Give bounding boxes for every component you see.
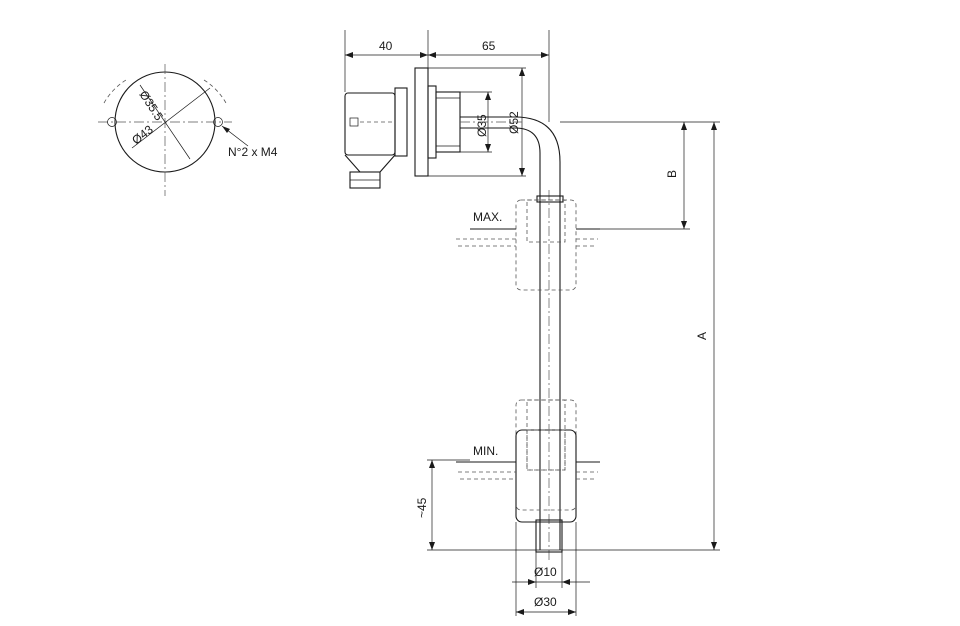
connector-screw [349, 117, 359, 127]
flange-collar [427, 85, 437, 159]
dim-40-label: 40 [379, 39, 393, 53]
dim-a-label: A [695, 332, 709, 340]
float-min-position [515, 429, 577, 523]
dim-b-label: B [665, 170, 679, 178]
holes-leader-arrow [222, 126, 230, 133]
bolt-circle-arc-left [103, 79, 127, 104]
float-min-inner [526, 429, 566, 471]
connector-base [394, 87, 408, 157]
dia-43-label: Ø43 [129, 122, 156, 147]
dia-52-label: Ø52 [507, 111, 521, 134]
mounting-hole-right [213, 117, 223, 127]
holes-label: N°2 x M4 [228, 145, 278, 159]
flange-plate [414, 67, 429, 177]
dia-10-label: Ø10 [534, 565, 557, 579]
dia-35-5-leader [139, 84, 191, 160]
flange-front-view: Ø35.5 Ø43 N°2 x M4 [98, 64, 278, 196]
bolt-circle-arc-right [203, 79, 227, 104]
float-upper-ghost [515, 399, 577, 511]
float-max-inner [526, 199, 566, 243]
switch-side-view: 40 65 Ø35 Ø52 [344, 30, 720, 616]
dia-35-5-label: Ø35.5 [136, 88, 166, 123]
dim-45-label: ~45 [415, 497, 429, 518]
stem-outer-wall [460, 116, 561, 550]
float-upper-ghost-inner [526, 399, 566, 471]
stem-end [535, 519, 563, 553]
connector-neck [344, 154, 396, 173]
dim-65-label: 65 [482, 39, 496, 53]
min-label: MIN. [473, 444, 498, 458]
mounting-hole-left [107, 117, 117, 127]
float-max-position [515, 199, 577, 291]
dia-35-label: Ø35 [475, 114, 489, 137]
dia-30-label: Ø30 [534, 595, 557, 609]
max-label: MAX. [473, 210, 502, 224]
stem-inner-wall [460, 127, 541, 550]
connector-housing [344, 92, 396, 156]
dia-43-leader [131, 87, 211, 149]
threaded-nipple [435, 91, 461, 153]
stop-collar [536, 195, 564, 203]
